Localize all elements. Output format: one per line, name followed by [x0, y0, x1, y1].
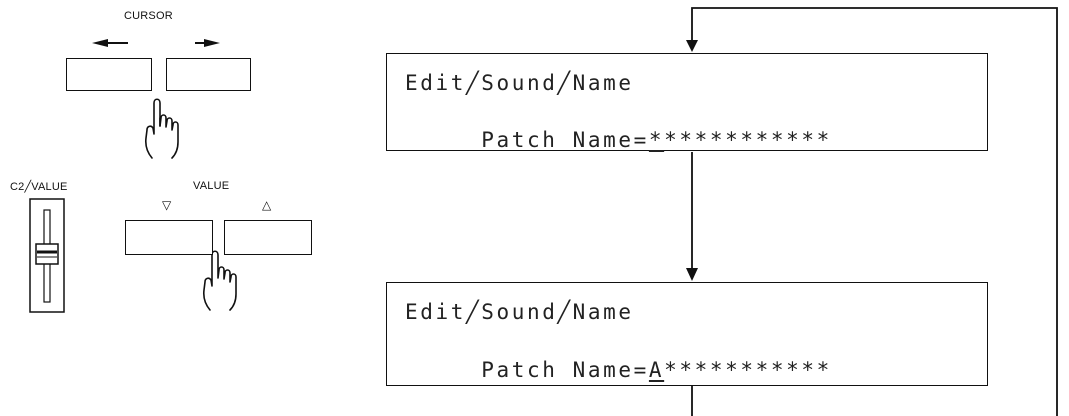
value-down-symbol: ▽ [162, 198, 172, 212]
lcd-line-2: Patch Name=A*********** [405, 334, 832, 406]
lcd-line-1: Edit╱Sound╱Name [405, 71, 634, 95]
value-up-symbol: △ [262, 198, 272, 212]
patch-name-label: Patch Name= [465, 358, 649, 382]
fader-icon [29, 198, 65, 313]
down-arrow-icon [686, 268, 698, 281]
value-up-button[interactable] [224, 220, 312, 255]
pointing-hand-icon [202, 250, 237, 311]
patch-name-label: Patch Name= [465, 128, 649, 152]
value-label: VALUE [193, 180, 230, 192]
lcd-display-1: Edit╱Sound╱Name Patch Name=************ [386, 53, 988, 152]
c2-value-label: C2╱VALUE [10, 181, 68, 193]
right-arrow-icon [195, 39, 220, 47]
patch-name-rest: *********** [664, 358, 832, 382]
cursor-left-button[interactable] [66, 58, 152, 91]
lcd-line-1: Edit╱Sound╱Name [405, 300, 634, 324]
cursor-label: CURSOR [124, 10, 173, 22]
cursor-right-button[interactable] [166, 58, 251, 91]
flow-arrows [691, 7, 1058, 416]
name-cursor-char: A [648, 358, 665, 382]
name-cursor-char: * [648, 128, 665, 152]
lcd-display-2: Edit╱Sound╱Name Patch Name=A*********** [386, 282, 988, 386]
left-arrow-icon [92, 39, 128, 47]
patch-name-rest: *********** [664, 128, 832, 152]
pointing-hand-icon [144, 98, 179, 159]
c2-value-slider[interactable] [30, 199, 64, 312]
value-down-button[interactable] [125, 220, 213, 255]
down-arrow-icon [686, 40, 698, 52]
lcd-line-2: Patch Name=************ [405, 104, 832, 176]
